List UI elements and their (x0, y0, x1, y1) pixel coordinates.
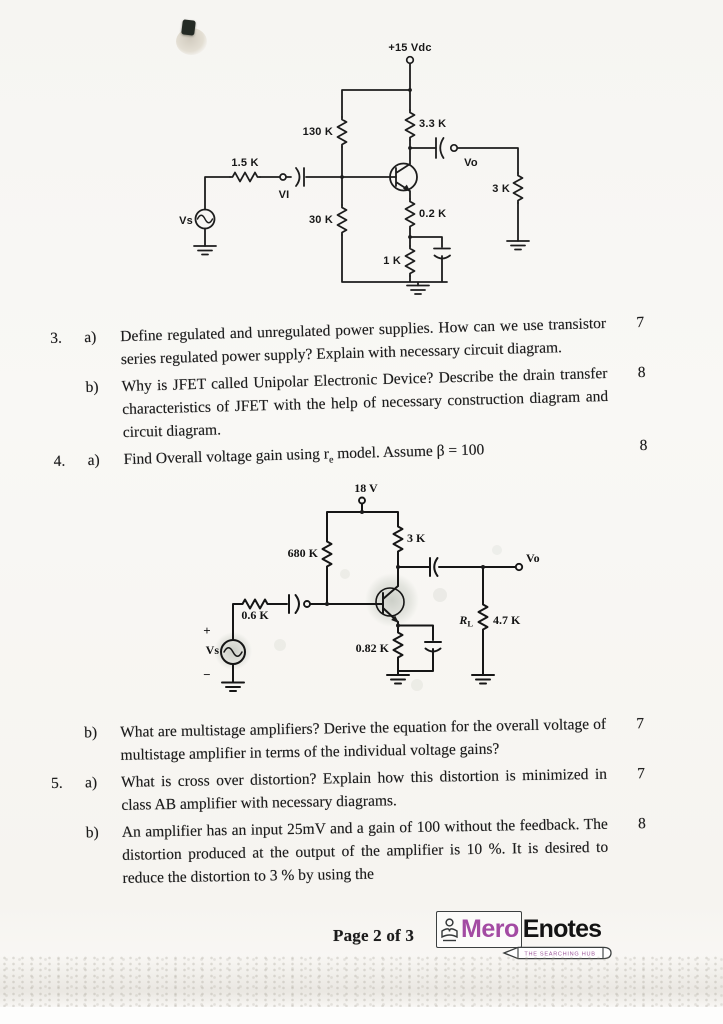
supply-terminal (405, 55, 415, 65)
logo-box: Mero (436, 911, 522, 948)
label-rs: 0.6 K (241, 608, 269, 622)
wire (204, 62, 519, 287)
question-number (52, 821, 87, 891)
ground-icon (221, 681, 245, 692)
question-row-5a: 5. a) What is cross over distortion? Exp… (51, 762, 652, 818)
question-row-3b: b) Why is JFET called Unipolar Electroni… (51, 361, 653, 446)
question-number: 3. (50, 329, 63, 347)
question-marks: 7 (637, 765, 646, 783)
bypass-capacitor (424, 641, 442, 653)
logo-text-mero: Mero (461, 915, 519, 943)
pencil-banner-icon: THE SEARCHING HUB (502, 946, 612, 960)
meroenotes-logo: Mero Enotes THE SEARCHING HUB (436, 911, 626, 961)
page-number-label: Page 2 of 3 (333, 926, 415, 945)
question-text: An amplifier has an input 25mV and a gai… (121, 815, 609, 887)
question-block-2: b) What are multistage amplifiers? Deriv… (50, 712, 653, 895)
label-r1: 130 K (303, 126, 333, 138)
resistor-r2 (336, 204, 348, 236)
resistor-rb (321, 538, 333, 570)
page-bottom-edge (0, 1007, 723, 1024)
supply-terminal (358, 496, 366, 505)
wire (232, 502, 517, 684)
ac-source-icon (220, 639, 246, 665)
question-part-label: b) (84, 724, 98, 742)
reading-person-icon (441, 917, 458, 941)
label-re2: 1 K (383, 255, 401, 267)
logo-text-enotes: Enotes (522, 915, 602, 943)
ground-icon (506, 240, 530, 251)
question-number: 4. (53, 452, 66, 470)
label-vin: VI (279, 189, 290, 201)
ac-source-icon (194, 208, 216, 230)
resistor-r1 (336, 116, 348, 148)
resistor-rc (392, 523, 404, 555)
label-re1: 0.2 K (419, 208, 446, 220)
question-marks: 7 (636, 715, 645, 733)
question-part-label: a) (87, 451, 100, 470)
resistor-re2 (404, 245, 416, 277)
label-rl-value: 4.7 K (493, 613, 521, 627)
question-number: 5. (50, 774, 63, 792)
question-row-4b: b) What are multistage amplifiers? Deriv… (50, 712, 651, 768)
resistor-rl (477, 601, 489, 633)
output-coupling-capacitor (435, 137, 445, 159)
question-marks: 8 (639, 436, 648, 455)
input-coupling-capacitor (295, 167, 305, 187)
staple-mark (181, 19, 196, 36)
question-marks: 7 (636, 313, 645, 332)
bypass-capacitor (433, 247, 451, 260)
question-row-5b: b) An amplifier has an input 25mV and a … (52, 812, 653, 891)
ground-icon (471, 674, 495, 685)
question-part-label: a) (84, 774, 98, 792)
logo-tagline: THE SEARCHING HUB (524, 951, 595, 957)
question-marks: 8 (637, 363, 646, 382)
label-rs: 1.5 K (231, 157, 258, 169)
output-terminal (449, 143, 459, 153)
label-plus: + (203, 623, 210, 638)
transistor-icon (389, 139, 418, 200)
label-rl: RL (458, 613, 473, 629)
label-rc: 3 K (407, 531, 426, 545)
input-coupling-capacitor (288, 594, 300, 614)
label-vs: Vs (179, 215, 193, 227)
question-text: What is cross over distortion? Explain h… (120, 765, 608, 814)
output-coupling-capacitor (429, 557, 439, 577)
label-vo: Vo (526, 551, 540, 565)
label-vo: Vo (464, 157, 478, 169)
ground-icon (193, 245, 217, 256)
question-number (51, 376, 87, 446)
question-text: Why is JFET called Unipolar Electronic D… (121, 364, 609, 442)
input-terminal (303, 600, 311, 608)
question-part-label: a) (84, 328, 97, 347)
question-part-label: b) (85, 378, 99, 397)
label-supply: 18 V (354, 482, 378, 495)
question-marks: 8 (637, 815, 646, 833)
resistor-re (392, 629, 404, 661)
resistor-rc (404, 109, 416, 141)
label-re: 0.82 K (356, 641, 390, 655)
label-rb: 680 K (288, 546, 319, 560)
question-text: What are multistage amplifiers? Derive t… (120, 715, 607, 764)
question-number (50, 721, 85, 768)
label-rc: 3.3 K (419, 118, 446, 130)
resistor-rload (512, 172, 524, 204)
question-text: Define regulated and unregulated power s… (120, 314, 607, 369)
ground-icon (406, 284, 430, 295)
circuit-diagram-2: 18 V 3 K 680 K 0.6 K + Vs − 0.82 K RL 4.… (203, 482, 540, 692)
question-part-label: b) (85, 824, 99, 842)
output-terminal (514, 562, 524, 572)
label-r2: 30 K (309, 214, 333, 226)
label-rload: 3 K (492, 183, 510, 195)
scan-noise-band (0, 955, 723, 1007)
ground-icon (386, 674, 410, 685)
circuit-diagram-1: +15 Vdc 3.3 K 130 K 1.5 K VI Vs 30 K 0.2… (179, 42, 530, 295)
transistor-icon (375, 585, 405, 623)
input-terminal (279, 173, 287, 181)
question-block-1: 3. a) Define regulated and unregulated p… (50, 311, 654, 483)
resistor-re1 (404, 198, 416, 230)
label-minus: − (203, 667, 210, 682)
resistor-rs (229, 171, 261, 183)
label-supply: +15 Vdc (388, 42, 431, 54)
label-vs: Vs (206, 643, 220, 657)
